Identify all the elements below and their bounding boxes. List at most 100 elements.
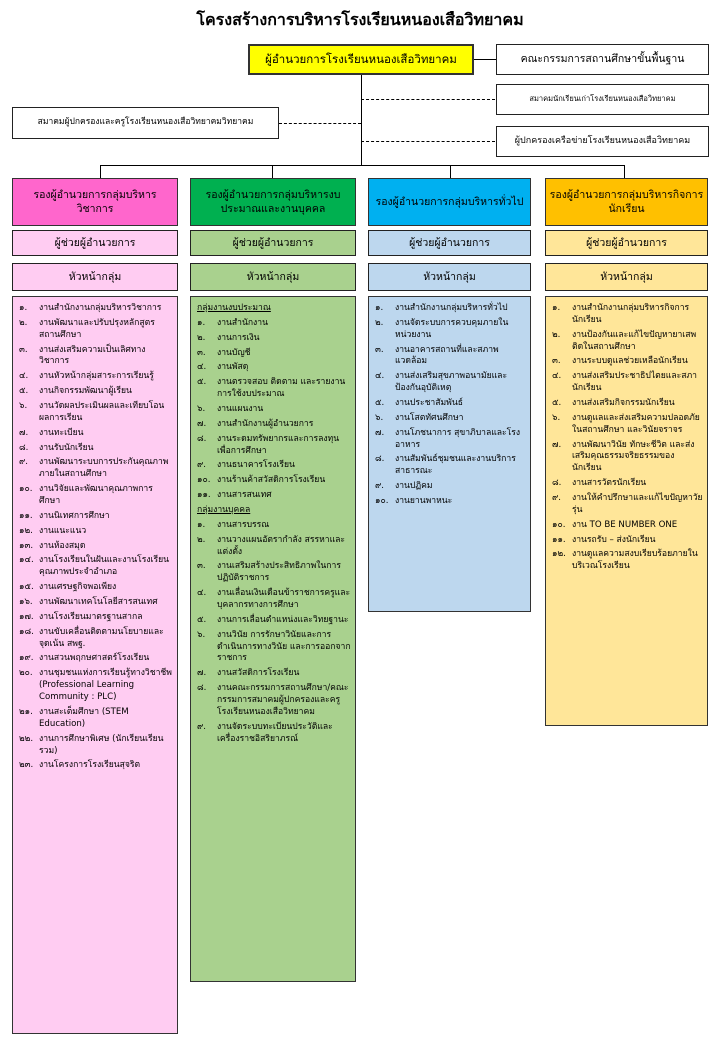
task-text: งานส่งเสริมกิจกรรมนักเรียน bbox=[572, 398, 675, 409]
task-text: งานพัฒนาระบบการประกันคุณภาพภายในสถานศึกษ… bbox=[39, 457, 169, 480]
task-text: งานส่งเสริมความเป็นเลิศทางวิชาการ bbox=[39, 344, 146, 367]
task-item: ๖. งานโสตทัศนศึกษา bbox=[375, 413, 526, 425]
task-item: ๑๖. งานพัฒนาเทคโนโลยีสารสนเทศ bbox=[19, 597, 173, 609]
head-academic: หัวหน้ากลุ่ม bbox=[12, 263, 178, 291]
head-student: หัวหน้ากลุ่ม bbox=[545, 263, 708, 291]
task-text: งานอาคารสถานที่และสภาพแวดล้อม bbox=[395, 344, 499, 367]
task-text: งานสัมพันธ์ชุมชนและงานบริการสาธารณะ bbox=[395, 454, 516, 477]
task-item: ๑๑.งานนิเทศการศึกษา bbox=[19, 511, 173, 523]
task-text: งานโสตทัศนศึกษา bbox=[395, 412, 464, 423]
task-text: งานพัฒนาเทคโนโลยีสารสนเทศ bbox=[39, 597, 158, 608]
task-item: ๔.งานหัวหน้ากลุ่มสาระการเรียนรู้ bbox=[19, 371, 173, 383]
task-text: งานโครงการโรงเรียนสุจริต bbox=[39, 760, 141, 771]
vice-academic: รองผู้อำนวยการกลุ่มบริหารวิชาการ bbox=[12, 178, 178, 226]
task-text: งานสวนพฤกษศาสตร์โรงเรียน bbox=[39, 653, 150, 664]
task-number: ๘. bbox=[375, 454, 385, 465]
task-item: ๙.งานจัดระบบทะเบียนประวัติและเครื่องราชอ… bbox=[197, 722, 351, 746]
task-text: งานการเงิน bbox=[217, 332, 260, 343]
head-budget: หัวหน้ากลุ่ม bbox=[190, 263, 356, 291]
task-item: ๑๐.งานวิจัยและพัฒนาคุณภาพการศึกษา bbox=[19, 484, 173, 508]
task-item: ๑๕.งานเศรษฐกิจพอเพียง bbox=[19, 582, 173, 594]
task-number: ๒. bbox=[197, 332, 206, 343]
task-number: ๑๐. bbox=[375, 496, 389, 507]
task-text: งานสำนักงาน bbox=[217, 317, 268, 328]
connector-director-down bbox=[361, 75, 362, 165]
task-number: ๒๐. bbox=[19, 668, 33, 679]
tasks-general: ๑. งานสำนักงานกลุ่มบริหารทั่วไป๒. งานจัดระ… bbox=[368, 296, 531, 612]
task-item: ๕.งานการเลื่อนตำแหน่งและวิทยฐานะ bbox=[197, 615, 351, 627]
task-number: ๓. bbox=[552, 356, 561, 367]
task-item: ๙.งานพัฒนาระบบการประกันคุณภาพภายในสถานศึ… bbox=[19, 457, 173, 481]
task-item: ๘.งานคณะกรรมการสถานศึกษา/คณะกรรมการสมาคม… bbox=[197, 683, 351, 719]
task-text: งานร้านค้าสวัสดิการโรงเรียน bbox=[217, 475, 326, 486]
task-text: งานสารวัตรนักเรียน bbox=[572, 478, 647, 489]
task-number: ๑. bbox=[375, 303, 384, 313]
task-item: ๓.งานบัญชี bbox=[197, 348, 351, 360]
task-number: ๑๗. bbox=[19, 611, 34, 622]
task-number: ๖. bbox=[375, 412, 384, 423]
task-item: ๔.งานส่งเสริมสุขภาพอนามัยและป้องกันอุบัต… bbox=[375, 371, 526, 395]
task-number: ๒. bbox=[375, 317, 384, 328]
task-section-heading: กลุ่มงานบุคคล bbox=[197, 505, 251, 516]
task-number: ๓. bbox=[19, 344, 28, 355]
task-number: ๑๓. bbox=[19, 540, 34, 551]
task-number: ๙. bbox=[197, 721, 207, 732]
assistant-general: ผู้ช่วยผู้อำนวยการ bbox=[368, 230, 531, 256]
task-item: ๑๐. งานยานพาหนะ bbox=[375, 496, 526, 508]
task-number: ๑๒. bbox=[19, 525, 33, 536]
task-text: งานห้องสมุด bbox=[39, 540, 86, 551]
task-number: ๘. bbox=[197, 683, 207, 694]
task-item: ๑๒.งานดูแลความสงบเรียบร้อยภายในบริเวณโรง… bbox=[552, 549, 703, 573]
task-number: ๕. bbox=[552, 398, 562, 409]
task-number: ๑. bbox=[19, 303, 28, 313]
task-text: งานกิจกรรมพัฒนาผู้เรียน bbox=[39, 386, 132, 397]
task-number: ๑๑. bbox=[552, 534, 566, 545]
task-item: ๑๓. งานห้องสมุด bbox=[19, 541, 173, 553]
vice-student: รองผู้อำนวยการกลุ่มบริหารกิจการนักเรียน bbox=[545, 178, 708, 226]
task-item: ๙.งานธนาคารโรงเรียน bbox=[197, 460, 351, 472]
task-text: งานดูแลความสงบเรียบร้อยภายในบริเวณโรงเรี… bbox=[572, 549, 698, 572]
task-text: งานยานพาหนะ bbox=[395, 496, 453, 507]
task-number: ๑๖. bbox=[19, 597, 33, 608]
task-number: ๖. bbox=[19, 401, 28, 412]
task-text: งานตรวจสอบ ติดตาม และรายงานการใช้งบประมา… bbox=[217, 377, 346, 400]
task-number: ๑๑. bbox=[197, 490, 211, 501]
task-text: งานโรงเรียนมาตรฐานสากล bbox=[39, 611, 143, 622]
student-council-box: สมาคมนักเรียนเก่าโรงเรียนหนองเสือวิทยาคม bbox=[496, 84, 709, 115]
task-text: งานทะเบียน bbox=[39, 427, 84, 438]
connector-network bbox=[361, 141, 495, 142]
vice-budget: รองผู้อำนวยการกลุ่มบริหารงบประมาณและงานบ… bbox=[190, 178, 356, 226]
task-text: งานจัดระบบการควบคุมภายในหน่วยงาน bbox=[395, 317, 509, 340]
task-text: งานสะเต็มศึกษา (STEM Education) bbox=[39, 706, 129, 729]
task-item: ๔.งานเลื่อนเงินเดือนข้าราชการครูและบุคลา… bbox=[197, 588, 351, 612]
connector-col3 bbox=[450, 165, 451, 178]
task-text: งานการศึกษาพิเศษ (นักเรียนเรียนรวม) bbox=[39, 733, 164, 756]
connector-director-board bbox=[474, 59, 496, 60]
task-number: ๑๐. bbox=[552, 519, 566, 530]
task-text: งานพัฒนาวินัย ทักษะชีวิต และส่งเสริมคุณธ… bbox=[572, 439, 695, 474]
task-text: งานโรงเรียนในฝันและงานโรงเรียนคุณภาพประจ… bbox=[39, 555, 169, 578]
board-box: คณะกรรมการสถานศึกษาขั้นพื้นฐาน bbox=[496, 44, 709, 75]
task-text: งานแนะแนว bbox=[39, 525, 87, 536]
task-item: ๘. งานสัมพันธ์ชุมชนและงานบริการสาธารณะ bbox=[375, 454, 526, 478]
task-text: งานสารสนเทศ bbox=[217, 490, 272, 501]
task-text: งานสำนักงานผู้อำนวยการ bbox=[217, 418, 314, 429]
task-text: งานพัสดุ bbox=[217, 362, 249, 373]
task-number: ๓. bbox=[197, 561, 206, 572]
task-text: งาน TO BE NUMBER ONE bbox=[572, 519, 678, 530]
task-item: ๗.งานสวัสดิการโรงเรียน bbox=[197, 668, 351, 680]
page-title: โครงสร้างการบริหารโรงเรียนหนองเสือวิทยาค… bbox=[196, 10, 524, 29]
task-item: ๔.งานพัสดุ bbox=[197, 362, 351, 374]
task-number: ๑๕. bbox=[19, 582, 34, 593]
vice-general: รองผู้อำนวยการกลุ่มบริหารทั่วไป bbox=[368, 178, 531, 226]
task-item: ๑. งานสำนักงานกลุ่มบริหารทั่วไป bbox=[375, 303, 526, 315]
assistant-budget: ผู้ช่วยผู้อำนวยการ bbox=[190, 230, 356, 256]
task-text: งานสำนักงานกลุ่มบริหารทั่วไป bbox=[395, 303, 508, 313]
task-text: งานระบบดูแลช่วยเหลือนักเรียน bbox=[572, 356, 688, 367]
network-box: ผู้ปกครองเครือข่ายโรงเรียนหนองเสือวิทยาค… bbox=[496, 126, 709, 157]
task-item: ๒๐.งานชุมชนแห่งการเรียนรู้ทางวิชาชีพ (Pr… bbox=[19, 668, 173, 704]
task-item: ๙.งานให้คำปรึกษาและแก้ไขปัญหาวัยรุ่น bbox=[552, 493, 703, 517]
task-number: ๒๒. bbox=[19, 733, 34, 744]
task-number: ๗. bbox=[197, 668, 207, 679]
task-item: ๓. งานระบบดูแลช่วยเหลือนักเรียน bbox=[552, 356, 703, 368]
